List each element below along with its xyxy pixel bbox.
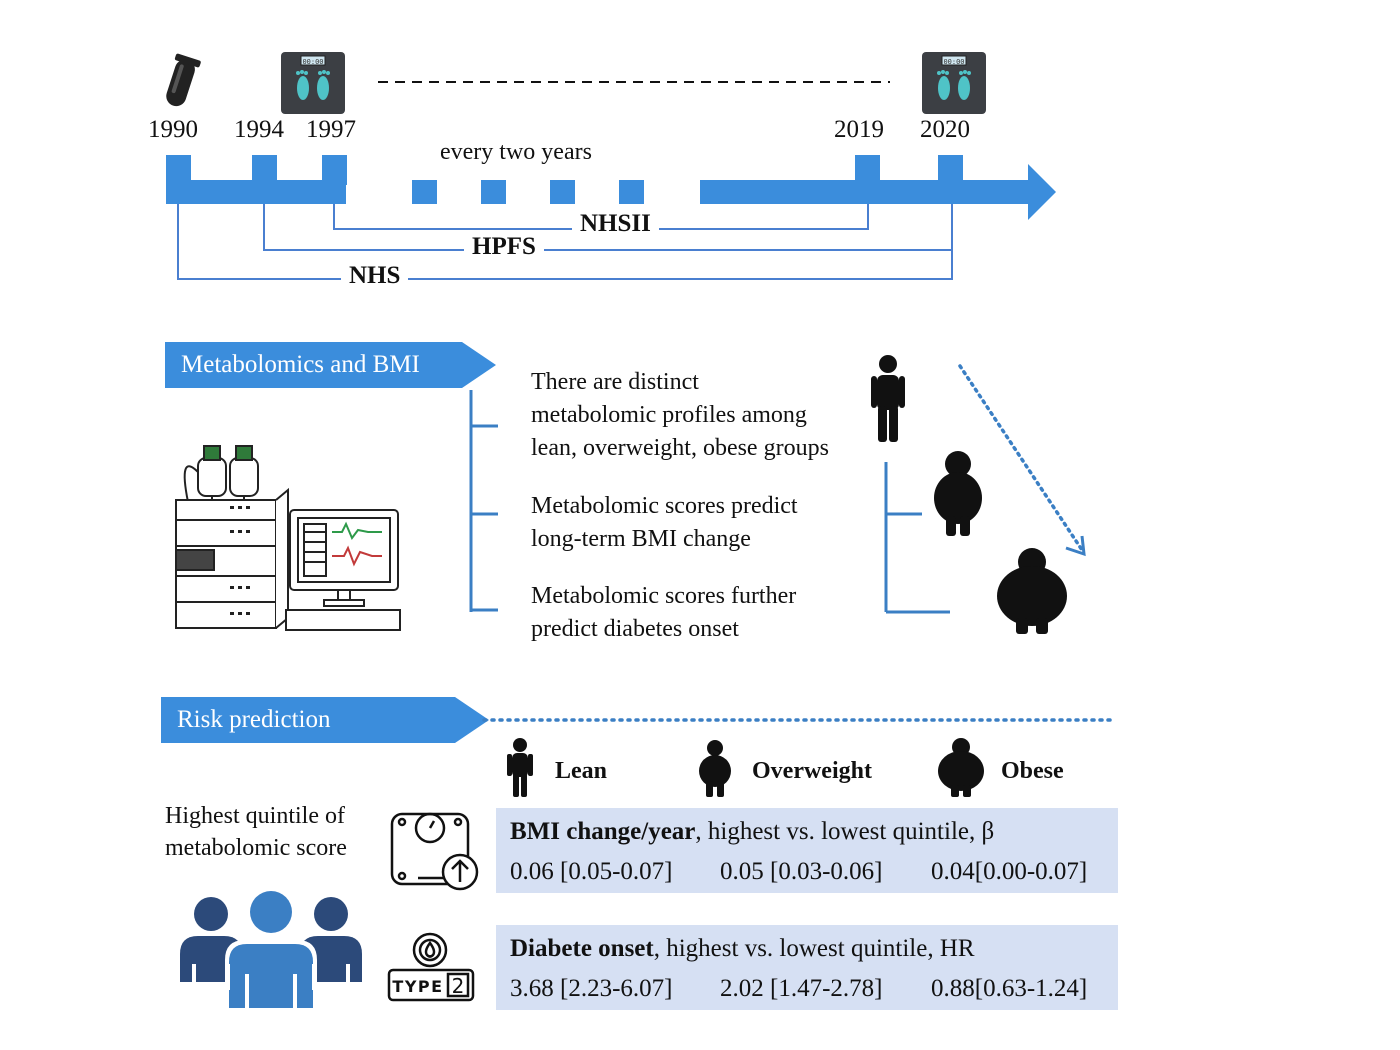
bmi-change-panel: BMI change/year, highest vs. lowest quin… [496, 808, 1118, 893]
bmi-value-obese: 0.04[0.00-0.07] [931, 858, 1088, 885]
interval-label: every two years [440, 139, 592, 165]
group-header-overweight: Overweight [752, 758, 872, 784]
weight-gain-scale-icon [390, 812, 479, 891]
dotted-divider [482, 718, 1118, 722]
cohort-label-hpfs: HPFS [464, 233, 544, 261]
timeline-arrowhead [1028, 164, 1056, 220]
year-label: 2020 [920, 116, 970, 143]
blood-tube-icon [166, 53, 201, 107]
bmi-value-overweight: 0.05 [0.03-0.06] [720, 858, 883, 885]
diabetes-onset-title: Diabete onset, highest vs. lowest quinti… [510, 935, 975, 962]
diabetes-onset-panel: Diabete onset, highest vs. lowest quinti… [496, 925, 1118, 1010]
obese-person-icon [938, 738, 984, 797]
overweight-person-icon [934, 451, 982, 536]
highest-quintile-label: Highest quintile of metabolomic score [165, 803, 347, 861]
group-header-lean: Lean [555, 758, 608, 784]
timeline-bar [166, 155, 1056, 220]
diabetes-value-lean: 3.68 [2.23-6.07] [510, 975, 673, 1002]
timeline-graphic: 00:00 00:00 [166, 52, 1056, 280]
obese-person-icon [997, 548, 1067, 634]
hpfs-bracket [263, 204, 953, 251]
lean-person-icon [871, 355, 905, 442]
diabetes-value-obese: 0.88[0.63-1.24] [931, 975, 1088, 1002]
population-group-icon [180, 890, 362, 1010]
svg-text:00:00: 00:00 [943, 58, 964, 66]
diabetes-value-overweight: 2.02 [1.47-2.78] [720, 975, 883, 1002]
finding-2: Metabolomic scores predict long-term BMI… [531, 493, 798, 552]
lcms-instrument-icon [175, 445, 401, 631]
metabolomics-banner: Metabolomics and BMI [165, 342, 496, 388]
svg-text:TYPE: TYPE [392, 977, 443, 996]
scale-icon: 00:00 [281, 52, 345, 114]
overweight-person-icon [699, 740, 731, 797]
type-2-diabetes-icon: TYPE 2 [387, 932, 475, 1002]
svg-text:2: 2 [452, 974, 465, 998]
lean-person-icon [507, 738, 533, 797]
year-label: 2019 [834, 116, 884, 143]
nhs-bracket [177, 204, 953, 280]
cohort-label-nhs: NHS [341, 262, 409, 290]
bmi-change-title: BMI change/year, highest vs. lowest quin… [510, 818, 995, 845]
year-label: 1994 [234, 116, 284, 143]
body-size-figures [871, 355, 1086, 634]
svg-text:00:00: 00:00 [302, 58, 323, 66]
risk-prediction-banner: Risk prediction [161, 697, 489, 743]
year-label: 1990 [148, 116, 198, 143]
year-label: 1997 [306, 116, 356, 143]
finding-3: Metabolomic scores further predict diabe… [531, 583, 797, 642]
bmi-value-lean: 0.06 [0.05-0.07] [510, 858, 673, 885]
cohort-label-nhsii: NHSII [572, 210, 659, 238]
scale-icon: 00:00 [922, 52, 986, 114]
findings-bracket [469, 390, 498, 612]
group-header-obese: Obese [1001, 758, 1064, 784]
finding-1: There are distinct metabolomic profiles … [531, 369, 829, 461]
